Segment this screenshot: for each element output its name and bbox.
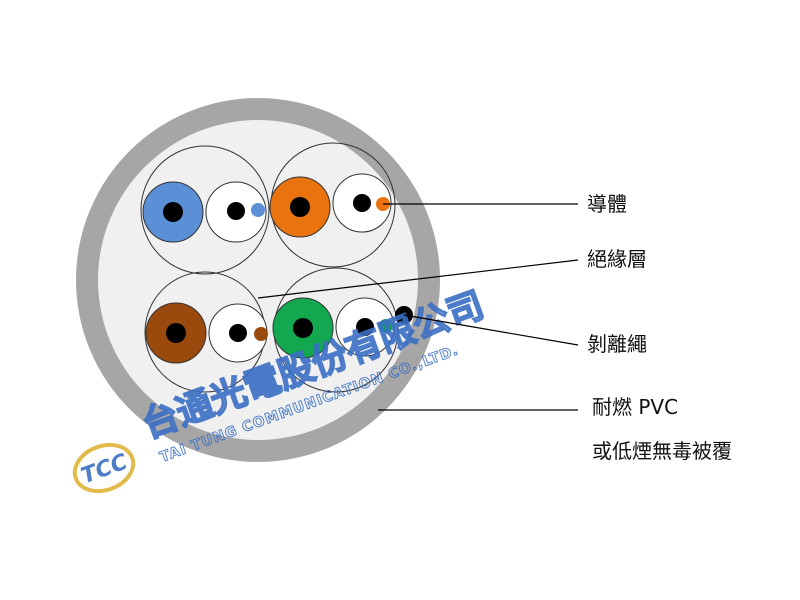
conductor-dot [356, 318, 374, 336]
orange-pair [269, 173, 392, 238]
conductor-dot [353, 194, 371, 212]
brown-pair [145, 302, 268, 364]
conductor-dot [290, 197, 310, 217]
label-conductor: 導體 [587, 192, 627, 216]
green-pair [272, 297, 395, 359]
label-ripcord: 剝離繩 [587, 332, 647, 356]
blue-pair [142, 181, 267, 243]
conductor-dot [293, 318, 313, 338]
pair-outline-blue [140, 145, 270, 275]
conductor-dot [163, 202, 183, 222]
stripe-dot-blue [251, 203, 265, 217]
logo-ring [72, 442, 136, 494]
stripe-dot-brown [254, 327, 268, 341]
label-jacket-line1: 耐燃 PVC [592, 395, 679, 419]
leader-line-ripcord [403, 314, 579, 346]
stripe-dot-green [379, 319, 393, 333]
conductor-dot [166, 323, 186, 343]
label-jacket-line2: 或低煙無毒被覆 [592, 439, 732, 463]
conductor-dot [227, 202, 245, 220]
leader-line-insulation [257, 259, 579, 299]
label-insulation: 絕緣層 [587, 247, 647, 271]
conductor-dot [229, 324, 247, 342]
